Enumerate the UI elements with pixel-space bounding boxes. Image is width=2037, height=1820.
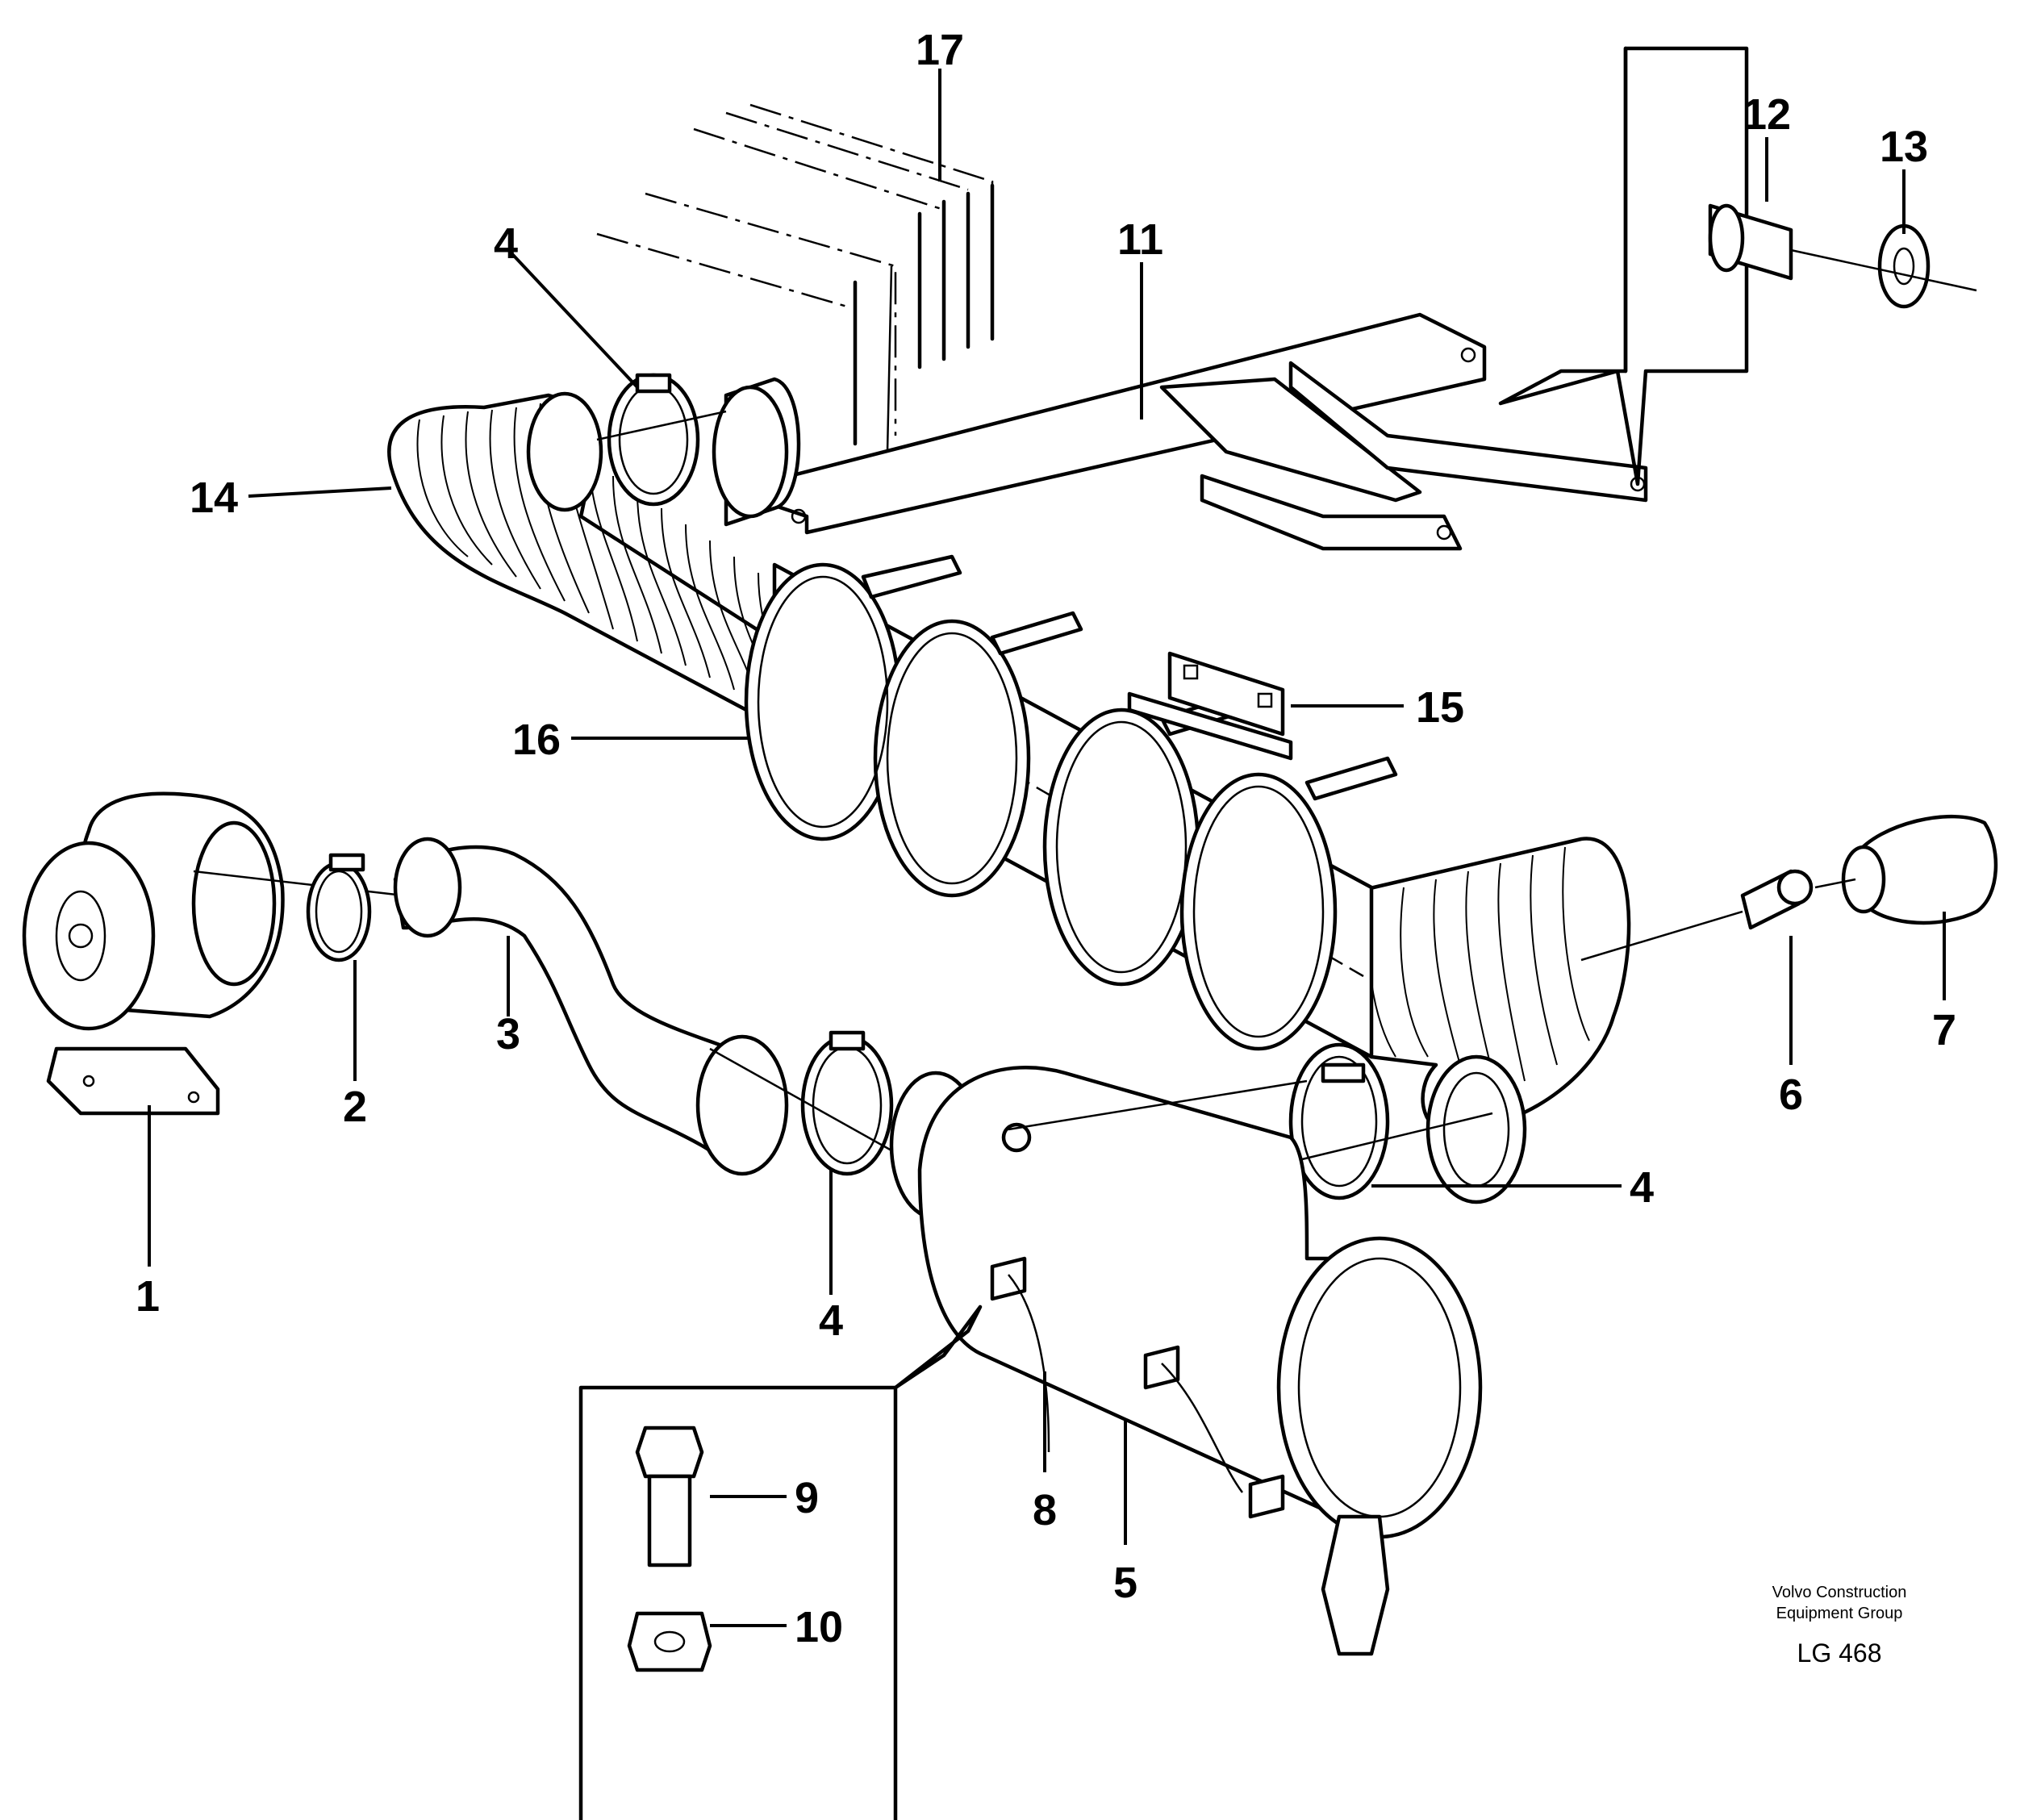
callout-leader-lines (148, 69, 1946, 1627)
radiator-panels-part (596, 103, 995, 453)
mounting-frame-part (756, 312, 1648, 551)
hose-clamp-top-part (596, 373, 801, 527)
callout-7: 7 (1932, 1006, 1956, 1054)
callout-13: 13 (1880, 123, 1928, 171)
turbocharger-part (22, 791, 404, 1116)
drawing-code: LG 468 (1797, 1638, 1882, 1668)
callout-16: 16 (512, 716, 561, 764)
callout-11: 11 (1117, 215, 1163, 264)
pipe-bracket-part (1127, 651, 1293, 761)
hose-clamp-middle-part (709, 1030, 912, 1176)
callout-2: 2 (343, 1083, 367, 1131)
callout-10: 10 (795, 1603, 843, 1651)
indicator-adapter-part (1580, 869, 1814, 962)
callout-4-middle: 4 (819, 1296, 843, 1345)
callout-1: 1 (136, 1272, 160, 1321)
inset-bolt-nut-detail (578, 1304, 983, 1820)
callout-12: 12 (1743, 90, 1791, 139)
callout-9: 9 (795, 1474, 819, 1522)
pipe-with-strap-clamps-part (744, 554, 1398, 1059)
credit-line-2: Equipment Group (1776, 1605, 1903, 1622)
callout-4-top: 4 (494, 219, 518, 268)
air-filter-housing-part (889, 1066, 1483, 1656)
corrugated-hose-elbow-part (1337, 837, 1631, 1204)
hose-clamp-small-part (306, 853, 372, 962)
callout-17: 17 (916, 26, 964, 74)
credit-line-1: Volvo Construction (1772, 1584, 1907, 1601)
corrugated-intake-hose-part (387, 391, 809, 745)
rubber-elbow-hose-part (393, 837, 789, 1176)
publisher-credit: Volvo Construction Equipment Group LG 46… (1772, 1584, 1907, 1668)
callout-8: 8 (1033, 1486, 1057, 1534)
vacuum-indicator-part (1814, 814, 1998, 925)
callout-labels: 1 2 3 4 4 4 5 6 7 8 9 10 11 12 13 14 15 … (136, 26, 1956, 1651)
callout-4-right: 4 (1630, 1163, 1654, 1212)
callout-15: 15 (1416, 683, 1464, 732)
inset-bolt-washer-detail (1498, 46, 1977, 486)
hose-clamp-right-part (1258, 1042, 1493, 1200)
callout-3: 3 (496, 1010, 520, 1058)
callout-14: 14 (190, 474, 238, 522)
callout-5: 5 (1113, 1559, 1137, 1607)
callout-6: 6 (1779, 1071, 1803, 1119)
